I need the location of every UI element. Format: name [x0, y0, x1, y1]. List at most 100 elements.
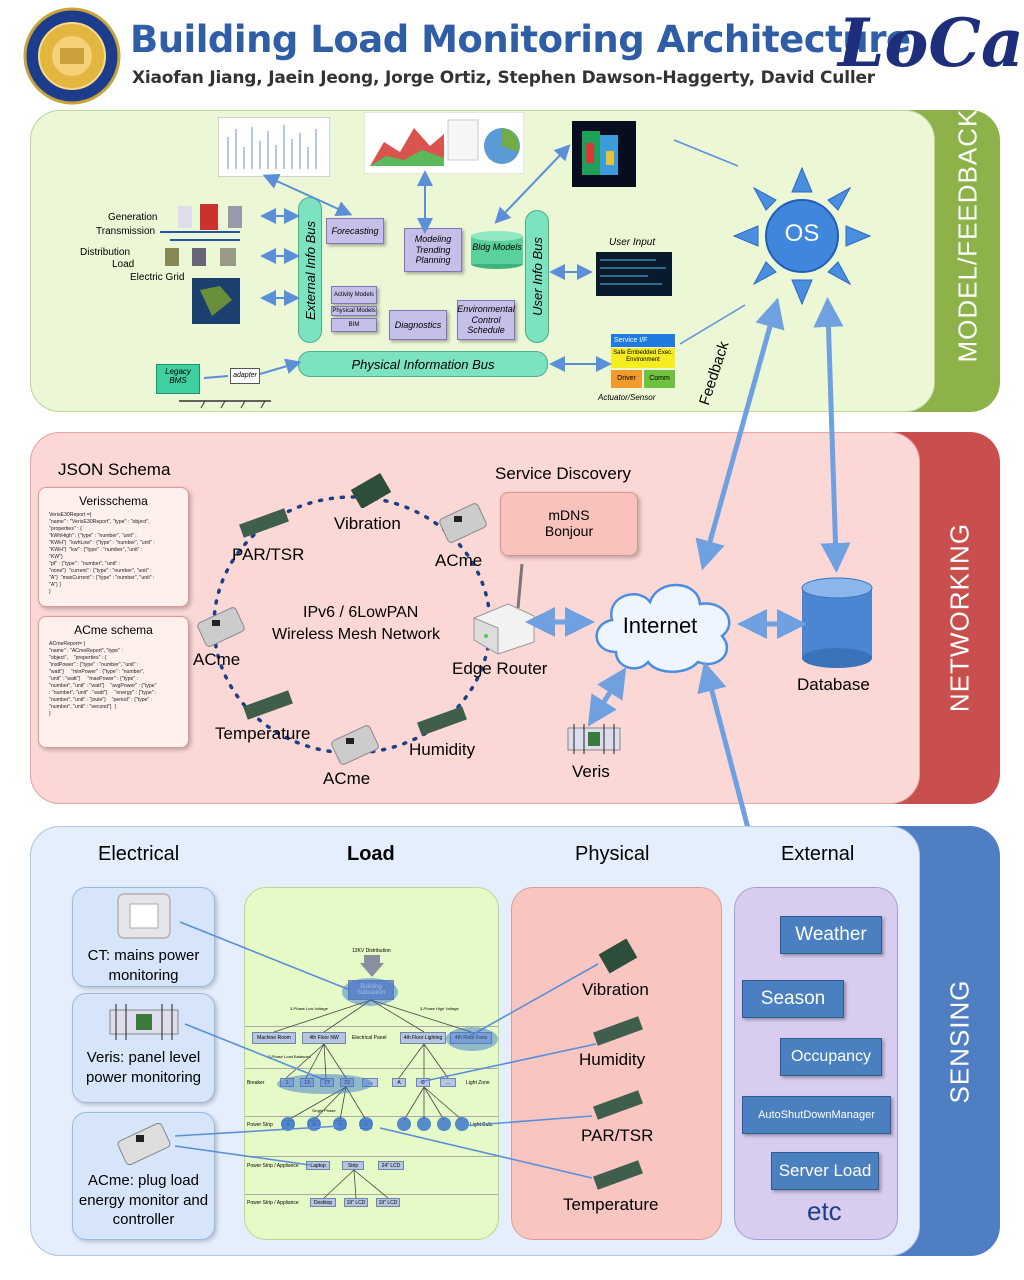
- light-zone-label: Light Zone: [466, 1080, 490, 1086]
- bldg-models-cylinder: Bldg Models: [470, 230, 524, 270]
- breaker-row-rule: [245, 1068, 498, 1069]
- appliance-19-lcd-2: 19" LCD: [376, 1198, 400, 1207]
- appliance2-label: Power Strip / Appliance: [247, 1200, 299, 1206]
- external-etc: etc: [807, 1196, 842, 1226]
- substation-arrow-icon: [360, 955, 384, 977]
- acme-panel-icon: [117, 1122, 170, 1166]
- os-sun-icon: [732, 166, 872, 306]
- acme-schema-card: ACme schema ACmeReport= { "name" : "ACme…: [38, 616, 189, 748]
- zone-more: ...: [440, 1078, 456, 1087]
- bonjour-label: Bonjour: [544, 523, 594, 539]
- external-weather: Weather: [780, 916, 882, 954]
- par-sensor-icon: [239, 508, 289, 538]
- bldg-models-label: Bldg Models: [472, 242, 522, 252]
- acme-panel-label: ACme: plug load energy monitor and contr…: [78, 1172, 209, 1228]
- panel-4th-nw: 4th Floor NW: [302, 1032, 346, 1044]
- vibration-sensor-icon: [350, 472, 392, 508]
- external-server-load: Server Load: [771, 1152, 879, 1190]
- env-control-box: Environmental Control Schedule: [457, 300, 515, 340]
- humidity-sensor-icon: [417, 706, 467, 736]
- acme-schema-body: ACmeReport= { "name" : "ACmeReport", "ty…: [49, 641, 157, 718]
- veris-panel-icon: [109, 1004, 178, 1040]
- edge-router-icon: [473, 563, 535, 655]
- mdns-label: mDNS: [548, 507, 590, 523]
- grid-electric: Electric Grid: [130, 272, 185, 283]
- service-discovery-title: Service Discovery: [495, 464, 632, 483]
- temperature-sensor-icon: [243, 690, 293, 720]
- json-schema-title: JSON Schema: [58, 460, 171, 479]
- models-stack: Activity Models Physical Models BIM: [331, 286, 377, 334]
- ct-panel: CT: mains power monitoring: [72, 887, 215, 987]
- legacy-bms-box: Legacy BMS: [156, 364, 200, 394]
- user-input-terminal: [596, 252, 672, 296]
- appliance-strip: Strip: [342, 1161, 364, 1170]
- database-icon: [801, 577, 873, 668]
- appliance-19-lcd-1: 19" LCD: [344, 1198, 368, 1207]
- legacy-bus-line: [179, 400, 271, 409]
- verisschema-title: Verisschema: [79, 494, 148, 508]
- ct-label: CT: mains power monitoring: [87, 947, 200, 984]
- service-if-box: Service I/F: [611, 334, 675, 347]
- database-label: Database: [797, 675, 870, 694]
- adapter-box: adapter: [230, 368, 260, 384]
- veris-panel-label: Veris: panel level power monitoring: [85, 1049, 202, 1086]
- local-logo: LoCal: [838, 4, 1024, 82]
- actuator-label: Actuator/Sensor: [598, 393, 656, 402]
- diagnostics-box: Diagnostics: [389, 310, 447, 340]
- veris-label: Veris: [572, 762, 610, 781]
- electrical-panel-label: Electrical Panel: [352, 1035, 387, 1041]
- acme-bottom-icon: [331, 725, 379, 765]
- ct-sensor-icon: [117, 893, 170, 939]
- appliance-label: Power Strip / Appliance: [247, 1163, 299, 1169]
- physical-vibration: Vibration: [582, 980, 649, 999]
- panel-machine-room: Machine Room: [252, 1032, 296, 1044]
- node-acme-top: ACme: [435, 551, 483, 570]
- node-par: PAR/TSR: [232, 545, 305, 564]
- physical-humidity-icon: [593, 1016, 643, 1046]
- node-humidity: Humidity: [409, 740, 476, 759]
- external-occupancy: Occupancy: [780, 1038, 882, 1076]
- appliance-laptop: Laptop: [306, 1161, 330, 1170]
- 3d-visualization-thumbnail: [572, 121, 636, 187]
- driver-box: Driver: [611, 370, 642, 388]
- authors: Xiaofan Jiang, Jaein Jeong, Jorge Ortiz,…: [132, 68, 875, 88]
- load-top-label: 12KV Distribution: [352, 948, 391, 954]
- edge-router-label: Edge Router: [452, 659, 548, 678]
- acme-panel: ACme: plug load energy monitor and contr…: [72, 1112, 215, 1240]
- physical-par: PAR/TSR: [581, 1126, 654, 1145]
- grid-generation: Generation: [108, 212, 158, 223]
- grid-load: Load: [112, 259, 135, 270]
- appliance2-row-rule: [245, 1194, 498, 1195]
- load-title: Load: [347, 843, 395, 865]
- breaker-label: Breaker: [247, 1080, 265, 1086]
- uc-berkeley-seal: [23, 7, 121, 105]
- external-title: External: [781, 843, 855, 865]
- zone-b: B: [416, 1078, 430, 1087]
- external-info-bus: External Info Bus: [298, 197, 322, 343]
- load-panel: [244, 887, 499, 1240]
- physical-models-box: Physical Models: [331, 306, 377, 316]
- appliance-row-rule: [245, 1156, 498, 1157]
- forecast-chart-thumbnail: [218, 117, 330, 177]
- grid-transmission: Transmission: [96, 226, 156, 237]
- acme-top-icon: [439, 503, 487, 543]
- physical-title: Physical: [575, 843, 650, 865]
- node-temperature: Temperature: [215, 724, 311, 743]
- node-vibration: Vibration: [334, 514, 401, 533]
- modeling-box: Modeling Trending Planning: [404, 228, 462, 272]
- physical-temperature: Temperature: [563, 1195, 659, 1214]
- comm-box: Comm: [644, 370, 675, 388]
- appliance-24-lcd: 24" LCD: [378, 1161, 404, 1170]
- balanced-label: 3-Phase Load Balanced: [268, 1054, 311, 1059]
- user-input-label: User Input: [609, 237, 656, 248]
- os-label: OS: [784, 220, 820, 247]
- electrical-title: Electrical: [98, 843, 180, 865]
- mesh-label-2: Wireless Mesh Network: [272, 626, 441, 643]
- acme-left-icon: [197, 607, 245, 647]
- acme-schema-title: ACme schema: [74, 623, 153, 637]
- physical-humidity: Humidity: [579, 1050, 646, 1069]
- physical-vibration-icon: [598, 938, 638, 974]
- physical-information-bus: Physical Information Bus: [298, 351, 548, 377]
